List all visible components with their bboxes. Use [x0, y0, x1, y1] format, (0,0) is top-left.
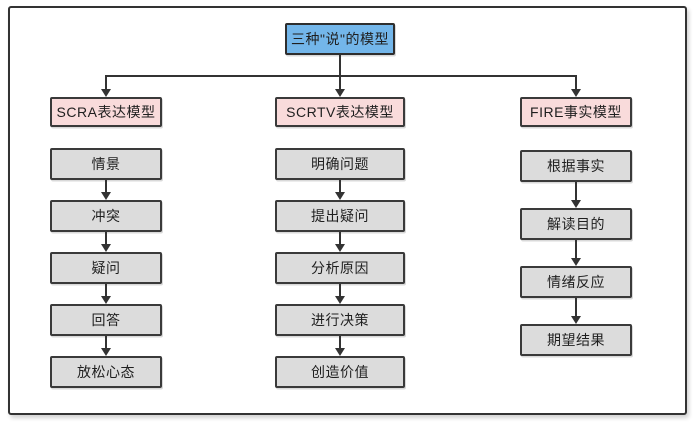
arrow-head-icon — [101, 348, 111, 356]
step-label: 进行决策 — [311, 312, 369, 328]
column-header-scra: SCRA表达模型 — [50, 97, 162, 127]
step-node: 进行决策 — [275, 304, 405, 336]
arrow-line — [105, 232, 107, 244]
down-arrow-connector — [571, 240, 581, 266]
step-label: 情景 — [91, 156, 121, 172]
step-node: 回答 — [50, 304, 162, 336]
arrow-head-icon — [101, 244, 111, 252]
step-node: 期望结果 — [520, 324, 632, 356]
arrow-head-icon — [101, 89, 111, 97]
step-node: 放松心态 — [50, 356, 162, 388]
down-arrow-connector — [101, 232, 111, 252]
connector-stem — [339, 55, 341, 89]
connector-drop-right — [575, 77, 577, 89]
down-arrow-connector — [101, 180, 111, 200]
column-fire: FIRE事实模型 根据事实 解读目的 情绪反应 期望结果 — [520, 97, 632, 356]
step-node: 解读目的 — [520, 208, 632, 240]
arrow-line — [339, 232, 341, 244]
down-arrow-connector — [335, 284, 345, 304]
step-label: 创造价值 — [311, 364, 369, 380]
step-node: 情绪反应 — [520, 266, 632, 298]
arrow-head-icon — [335, 348, 345, 356]
step-node: 根据事实 — [520, 150, 632, 182]
step-node: 疑问 — [50, 252, 162, 284]
arrow-line — [339, 284, 341, 296]
step-label: 放松心态 — [77, 364, 135, 380]
root-node-label: 三种"说"的模型 — [291, 31, 389, 47]
arrow-head-icon — [101, 296, 111, 304]
arrow-line — [339, 180, 341, 192]
step-node: 冲突 — [50, 200, 162, 232]
step-label: 期望结果 — [547, 332, 605, 348]
step-node: 分析原因 — [275, 252, 405, 284]
step-label: 回答 — [91, 312, 121, 328]
arrow-line — [575, 240, 577, 258]
step-label: 分析原因 — [311, 260, 369, 276]
arrow-line — [105, 180, 107, 192]
down-arrow-connector — [101, 284, 111, 304]
step-node: 情景 — [50, 148, 162, 180]
step-node: 创造价值 — [275, 356, 405, 388]
arrow-head-icon — [571, 89, 581, 97]
down-arrow-connector — [571, 298, 581, 324]
down-arrow-connector — [101, 336, 111, 356]
arrow-head-icon — [335, 89, 345, 97]
arrow-line — [575, 182, 577, 200]
column-header-label: SCRA表达模型 — [56, 104, 156, 120]
step-node: 提出疑问 — [275, 200, 405, 232]
arrow-line — [105, 336, 107, 348]
connector-drop-left — [105, 77, 107, 89]
down-arrow-connector — [335, 232, 345, 252]
arrow-head-icon — [335, 192, 345, 200]
arrow-head-icon — [335, 244, 345, 252]
arrow-line — [339, 336, 341, 348]
arrow-head-icon — [571, 258, 581, 266]
column-header-scrtv: SCRTV表达模型 — [275, 97, 405, 127]
down-arrow-connector — [571, 182, 581, 208]
column-scra: SCRA表达模型 情景 冲突 疑问 回答 放松心态 — [50, 97, 162, 388]
root-node: 三种"说"的模型 — [285, 23, 395, 55]
arrow-head-icon — [571, 200, 581, 208]
column-scrtv: SCRTV表达模型 明确问题 提出疑问 分析原因 进行决策 创造价值 — [275, 97, 405, 388]
step-node: 明确问题 — [275, 148, 405, 180]
column-header-label: FIRE事实模型 — [530, 104, 622, 120]
arrow-head-icon — [335, 296, 345, 304]
step-label: 明确问题 — [311, 156, 369, 172]
step-label: 提出疑问 — [311, 208, 369, 224]
down-arrow-connector — [335, 180, 345, 200]
step-label: 情绪反应 — [547, 274, 605, 290]
column-header-label: SCRTV表达模型 — [286, 104, 394, 120]
step-label: 根据事实 — [547, 158, 605, 174]
arrow-line — [575, 298, 577, 316]
column-header-fire: FIRE事实模型 — [520, 97, 632, 127]
step-label: 疑问 — [91, 260, 121, 276]
connector-branch-line — [105, 75, 577, 77]
arrow-head-icon — [571, 316, 581, 324]
arrow-line — [105, 284, 107, 296]
step-label: 冲突 — [91, 208, 121, 224]
arrow-head-icon — [101, 192, 111, 200]
step-label: 解读目的 — [547, 216, 605, 232]
down-arrow-connector — [335, 336, 345, 356]
